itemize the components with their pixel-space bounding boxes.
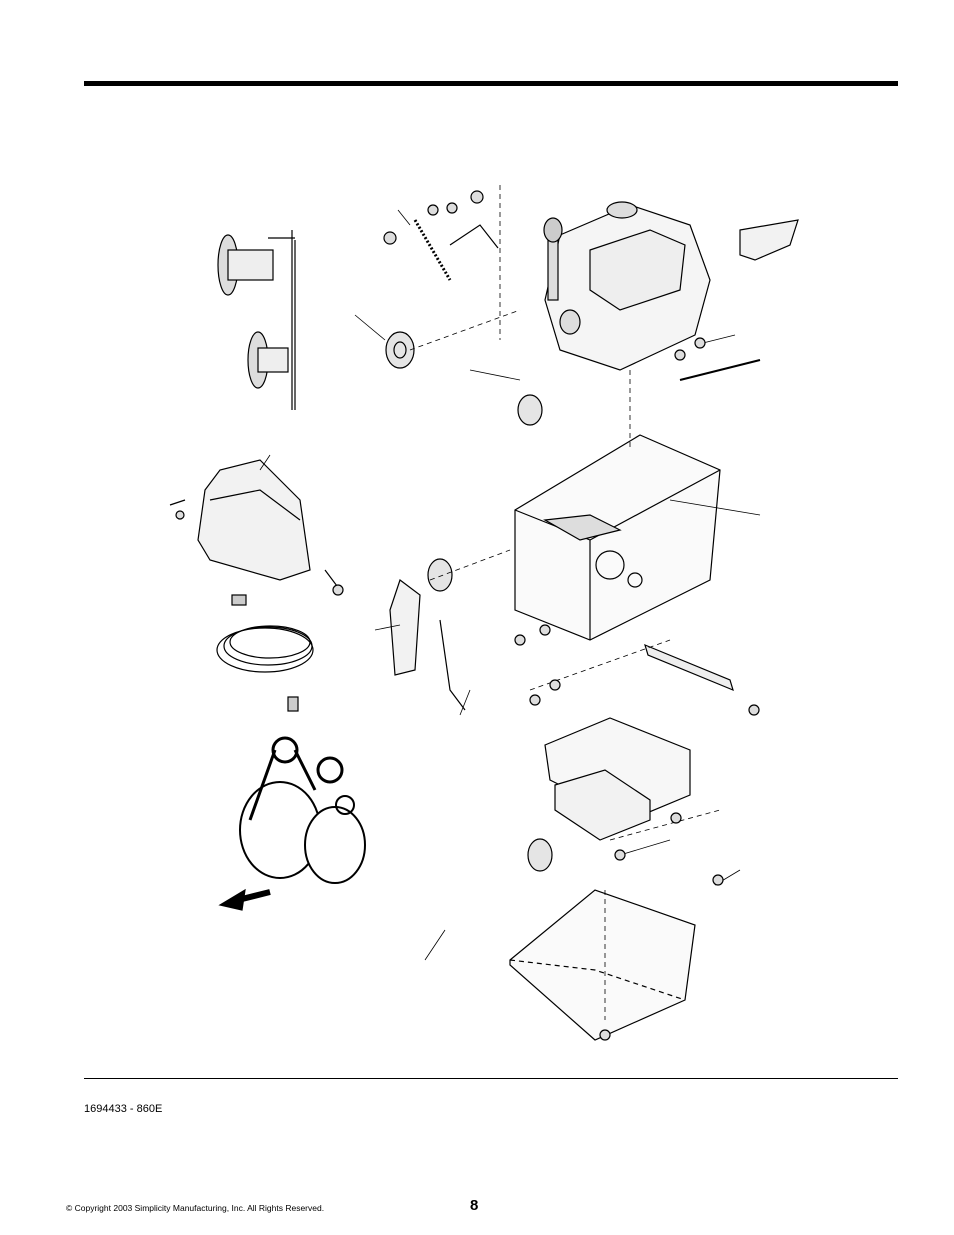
- idler-arm: [389, 219, 499, 711]
- drive-pulleys: [385, 331, 553, 872]
- support-bar: [644, 643, 734, 692]
- lower-mounting-plates: [509, 717, 696, 1041]
- engine: [543, 201, 711, 371]
- frame-housing: [514, 434, 721, 641]
- exploded-parts-diagram: [150, 170, 800, 1050]
- pulley-alignment-detail: [217, 230, 296, 410]
- header-rule: [84, 81, 898, 86]
- deflector-bracket: [739, 219, 799, 261]
- extension-cord: [216, 594, 314, 712]
- footer-rule: [84, 1078, 898, 1079]
- part-code: 1694433 - 860E: [84, 1103, 163, 1115]
- hardware-fasteners: [175, 190, 760, 1041]
- page-number: 8: [470, 1197, 479, 1214]
- copyright-notice: © Copyright 2003 Simplicity Manufacturin…: [66, 1203, 325, 1213]
- belt-routing: [218, 736, 366, 911]
- assembly-guides: [409, 185, 721, 1020]
- shift-rod: [679, 359, 761, 381]
- belt-guard: [169, 459, 341, 591]
